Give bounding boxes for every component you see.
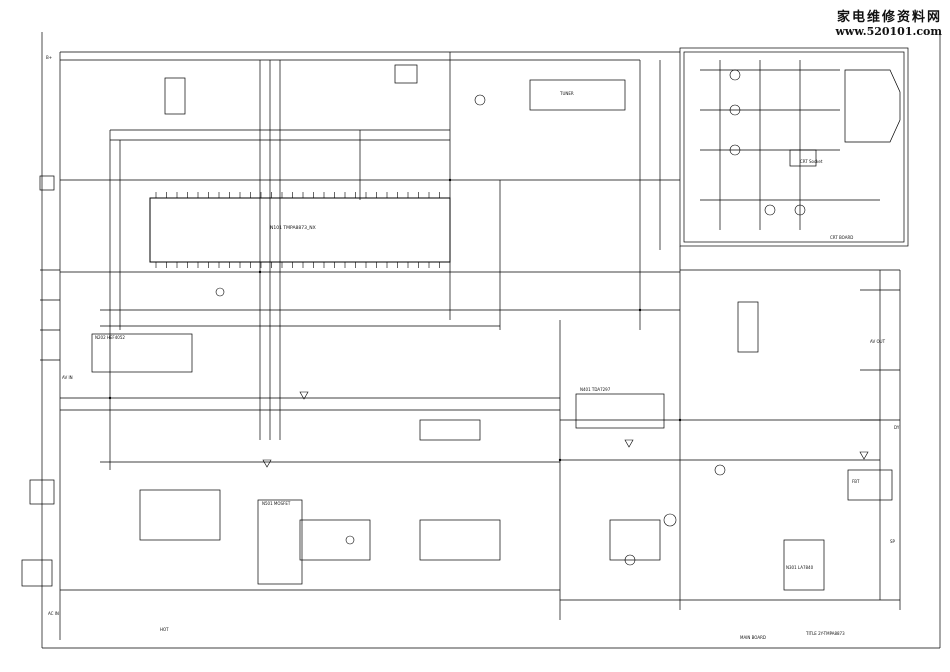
av-out-label: AV OUT — [870, 339, 886, 344]
title-label: TITLE 2Y-TMPA8873 — [806, 631, 845, 636]
main-ic-label: N101 TMPA8873_NX — [270, 226, 316, 231]
b-plus-label: B+ — [46, 55, 53, 60]
power-ic-label: N501 MOSFET — [262, 501, 291, 506]
fbt-block — [847, 469, 893, 501]
av-in-label: AV IN — [62, 375, 73, 380]
audio-ic-label: N401 TDA7297 — [580, 387, 611, 392]
power-transformer — [139, 489, 221, 541]
crt-board-frame — [679, 47, 909, 247]
watermark-url: www.520101.com — [835, 25, 942, 38]
ac-inlet — [21, 559, 53, 587]
vertical-ic-label: N301 LA7840 — [786, 565, 814, 570]
dy-label: DY — [894, 425, 900, 430]
power-ic-body — [257, 499, 303, 585]
main-board-label: MAIN BOARD — [740, 635, 766, 640]
speaker-label: SP — [890, 539, 895, 544]
fbt-label: FBT — [852, 479, 860, 484]
tuner-block — [529, 79, 626, 111]
av-switch-label: N202 HEF4052 — [95, 335, 125, 340]
tuner-label: TUNER — [560, 91, 574, 96]
crt-neck — [844, 69, 901, 143]
av-switch-ic — [91, 333, 193, 373]
watermark-site-name: 家电维修资料网 — [836, 10, 942, 25]
watermark: 家电维修资料网 www.520101.com — [835, 6, 942, 38]
ac-in-label: AC IN — [48, 611, 59, 616]
hot-label: HOT — [160, 627, 169, 632]
audio-ic-body — [575, 393, 665, 429]
vertical-ic-body — [783, 539, 825, 591]
crt-socket-label: CRT Socket — [800, 159, 823, 164]
crt-board-label: CRT BOARD — [830, 235, 854, 240]
